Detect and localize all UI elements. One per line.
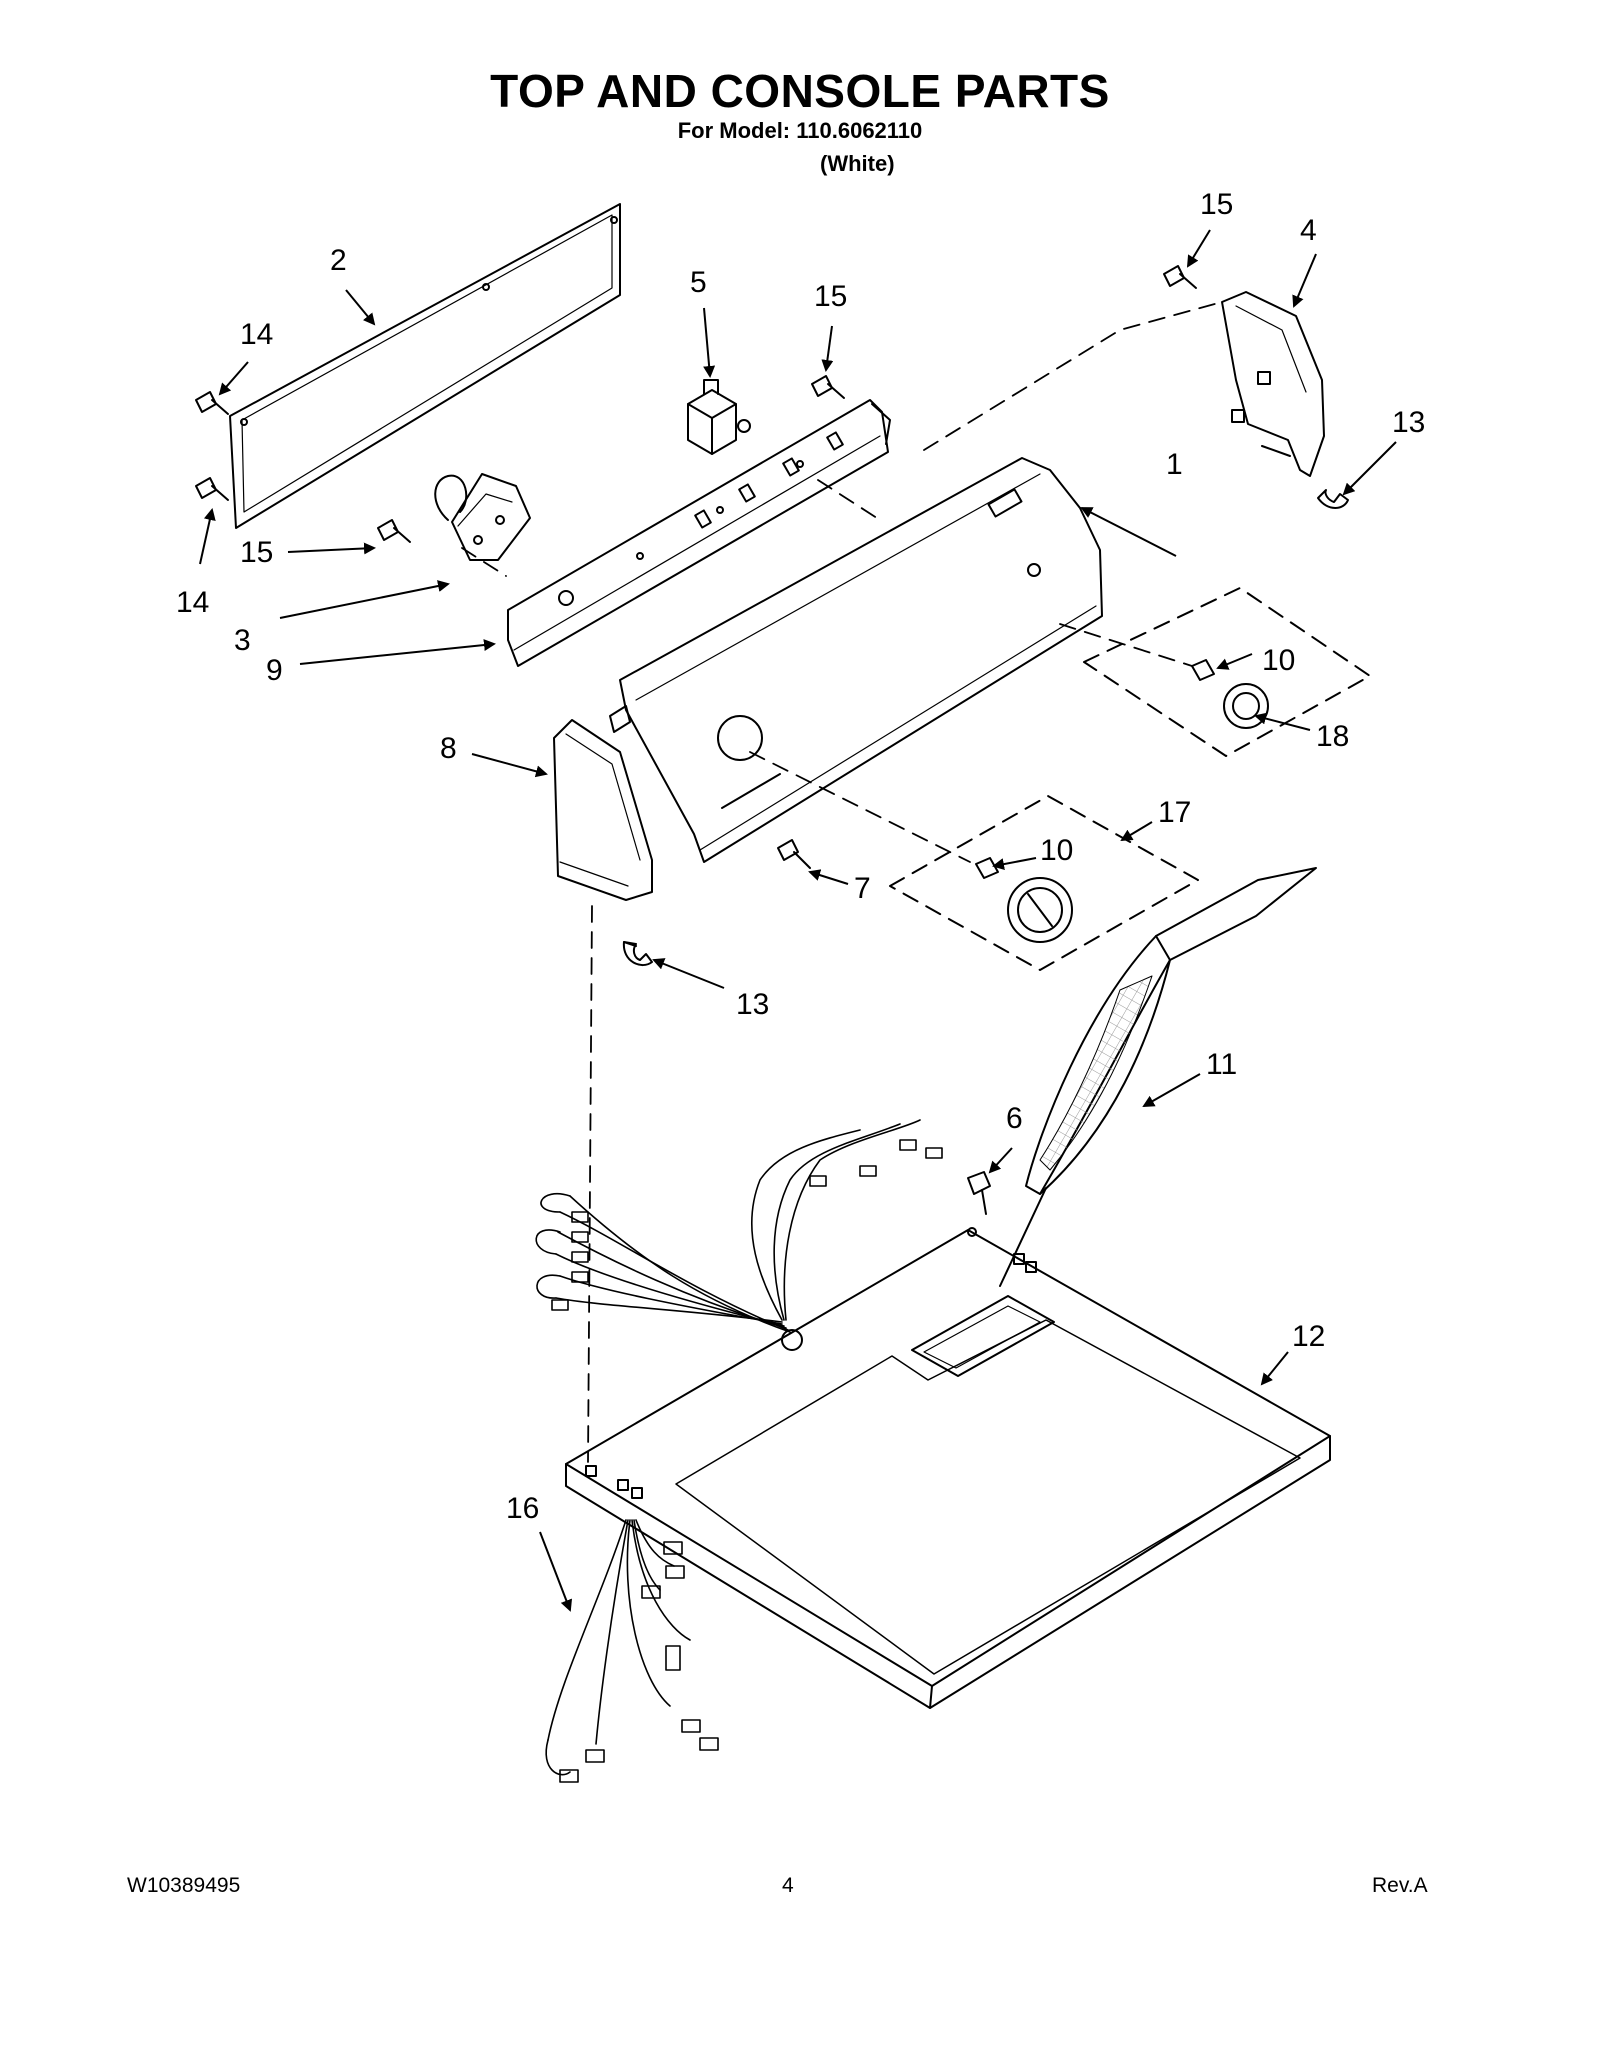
callout-5: 5 <box>690 266 707 299</box>
screw-15-left <box>377 519 411 543</box>
screw-7 <box>777 839 811 869</box>
callout-11: 11 <box>1206 1048 1237 1081</box>
knob-assembly-18 <box>1083 587 1371 757</box>
screw-14-upper <box>195 391 229 415</box>
page-number: 4 <box>782 1874 794 1897</box>
model-line: For Model: 110.6062110 <box>677 118 923 143</box>
callout-15-center: 15 <box>814 280 847 313</box>
screw-6 <box>967 1171 991 1215</box>
callout-17: 17 <box>1158 796 1191 829</box>
callout-2: 2 <box>330 244 347 277</box>
console-bracket-part <box>507 399 891 667</box>
callout-9: 9 <box>266 654 283 687</box>
rear-panel-part <box>229 203 621 529</box>
callout-8: 8 <box>440 732 457 765</box>
callout-3: 3 <box>234 624 251 657</box>
right-endcap-part <box>1221 291 1325 477</box>
revision: Rev.A <box>1372 1874 1428 1897</box>
callout-10-upper: 10 <box>1262 644 1295 677</box>
callout-12: 12 <box>1292 1320 1325 1353</box>
callout-13-upper: 13 <box>1392 406 1425 439</box>
clip-part-upper <box>1317 489 1349 509</box>
callout-15-right: 15 <box>1200 188 1233 221</box>
callout-14-lower: 14 <box>176 586 209 619</box>
lint-screen-part <box>1025 867 1317 1195</box>
page-title: TOP AND CONSOLE PARTS <box>490 65 1110 117</box>
callout-arrows <box>199 229 1397 1612</box>
color-line: (White) <box>820 151 895 176</box>
callout-7: 7 <box>854 872 871 905</box>
screw-15-right <box>1163 265 1197 289</box>
top-panel-part <box>565 1227 1331 1709</box>
left-endcap-part <box>553 719 653 901</box>
callout-18: 18 <box>1316 720 1349 753</box>
wire-harness-lower <box>545 1519 719 1783</box>
doc-number: W10389495 <box>127 1874 241 1897</box>
alignment-lines <box>461 301 1223 1463</box>
console-housing-part <box>609 457 1103 863</box>
callout-10-lower: 10 <box>1040 834 1073 867</box>
lint-screen-guide-line <box>999 1187 1047 1287</box>
callout-14-upper: 14 <box>240 318 273 351</box>
callout-13-lower: 13 <box>736 988 769 1021</box>
clip-part-lower <box>622 941 653 967</box>
terminal-block-part <box>434 473 531 561</box>
screw-14-lower <box>195 477 229 501</box>
switch-part <box>687 379 751 455</box>
wire-harness-upper <box>535 1119 943 1333</box>
callout-6: 6 <box>1006 1102 1023 1135</box>
callout-15-left: 15 <box>240 536 273 569</box>
callout-labels: 1 2 3 4 5 6 7 8 9 10 10 11 12 13 13 14 1… <box>176 188 1425 1525</box>
knob-assembly-17 <box>889 795 1199 971</box>
callout-1: 1 <box>1166 448 1183 481</box>
callout-16: 16 <box>506 1492 539 1525</box>
screw-15-center <box>811 375 845 399</box>
callout-4: 4 <box>1300 214 1317 247</box>
